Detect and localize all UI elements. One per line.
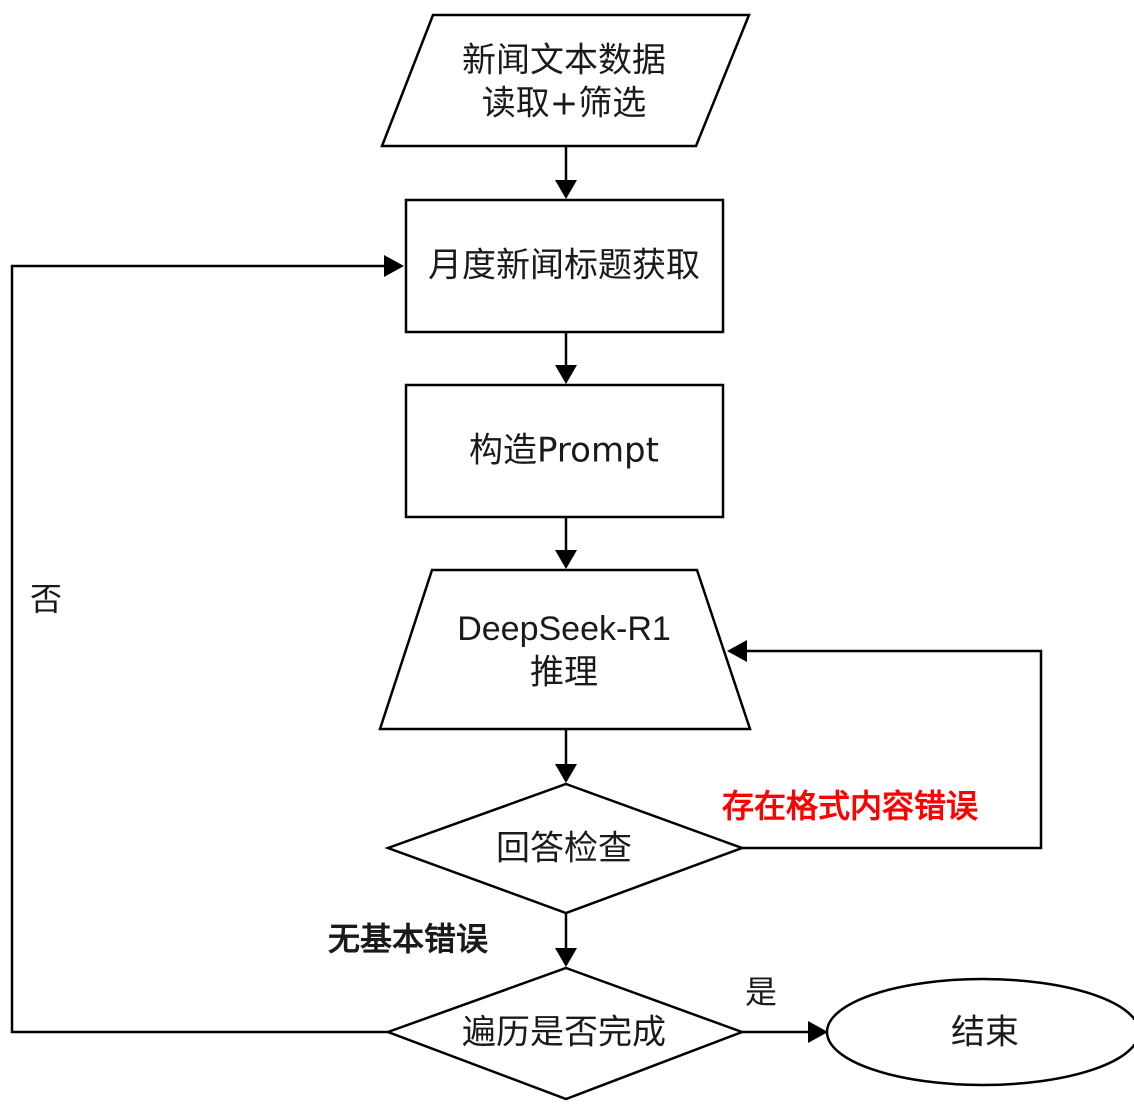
edge-input-to-get-titles [555,147,577,199]
edge-build-prompt-to-inference [555,517,577,569]
edge-label-no-error: 无基本错误 [328,920,489,958]
edge-label-format-error: 存在格式内容错误 [722,787,979,825]
arrowhead-icon [555,550,577,569]
node-input-line1: 新闻文本数据 [462,41,666,81]
node-inference-line2: 推理 [530,653,598,693]
node-check-text: 回答检查 [496,829,632,869]
edge-get-titles-to-build-prompt [555,332,577,384]
node-build-prompt-rect: 构造Prompt [404,383,725,519]
edge-inference-to-check [555,729,577,783]
node-input-parallelogram: 新闻文本数据 读取+筛选 [380,13,751,148]
edge-check-to-inference-retry [727,640,1043,850]
edge-label-yes: 是 [745,973,777,1011]
arrowhead-icon [808,1021,828,1043]
node-inference-line1: DeepSeek-R1 [457,610,671,648]
node-inference-trapezoid: DeepSeek-R1 推理 [378,568,752,731]
arrowhead-icon [555,764,577,783]
node-check-diamond: 回答检查 [384,782,746,915]
arrowhead-icon [555,365,577,384]
node-traverse-text: 遍历是否完成 [462,1013,666,1053]
arrowhead-icon [384,255,404,277]
node-end-ellipse: 结束 [825,977,1134,1087]
node-end-text: 结束 [951,1013,1019,1053]
arrowhead-icon [555,180,577,199]
arrowhead-icon [555,948,577,967]
node-get-titles-text: 月度新闻标题获取 [428,246,700,286]
edge-label-no: 否 [30,580,62,618]
edge-check-to-traverse [555,913,577,967]
arrowhead-icon [727,640,747,662]
edge-traverse-to-end [742,1021,828,1043]
node-build-prompt-text: 构造Prompt [469,431,659,471]
node-get-titles-rect: 月度新闻标题获取 [404,198,725,334]
edge-traverse-to-get-titles-loop [10,255,404,1034]
node-traverse-diamond: 遍历是否完成 [384,966,746,1101]
node-input-line2: 读取+筛选 [482,84,647,124]
